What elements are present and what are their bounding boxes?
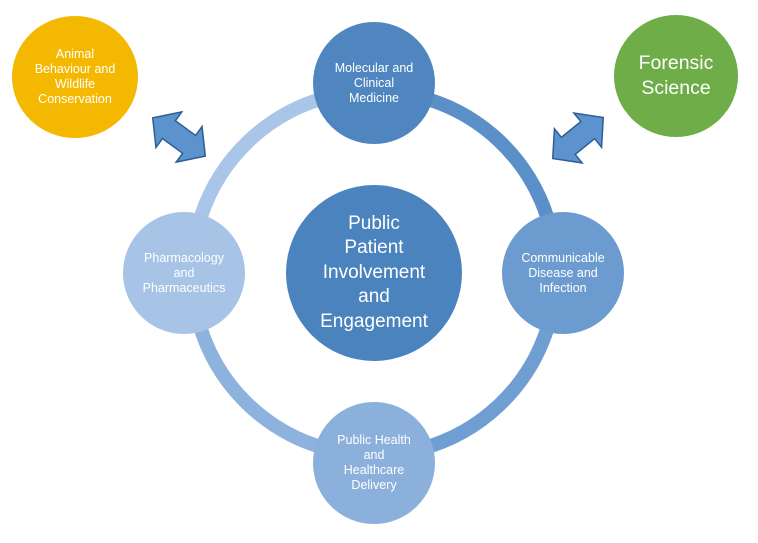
animal-behaviour-node: Animal Behaviour and Wildlife Conservati…	[12, 16, 138, 138]
animal-link-arrow	[151, 110, 207, 164]
ring-segment-left-top	[194, 90, 329, 219]
center-hub-node: Public Patient Involvement and Engagemen…	[286, 185, 462, 361]
communicable-disease-label: Communicable Disease and Infection	[521, 250, 605, 295]
molecular-medicine-label: Molecular and Clinical Medicine	[334, 60, 414, 105]
communicable-disease-node: Communicable Disease and Infection	[502, 212, 624, 334]
molecular-medicine-node: Molecular and Clinical Medicine	[313, 22, 435, 144]
forensic-link-arrow	[551, 112, 605, 164]
ring-segment-bottom-left	[194, 327, 329, 456]
ring-segment-top-right	[419, 90, 554, 219]
forensic-science-node: Forensic Science	[614, 15, 738, 137]
double-arrow-icon	[151, 110, 207, 164]
pharmacology-node: Pharmacology and Pharmaceutics	[123, 212, 245, 334]
ring-segment-right-bottom	[419, 327, 554, 456]
center-hub-label: Public Patient Involvement and Engagemen…	[320, 212, 428, 332]
pharmacology-label: Pharmacology and Pharmaceutics	[142, 250, 226, 295]
public-health-node: Public Health and Healthcare Delivery	[313, 402, 435, 524]
double-arrow-icon	[551, 112, 605, 164]
forensic-science-label: Forensic Science	[638, 52, 714, 99]
animal-behaviour-label: Animal Behaviour and Wildlife Conservati…	[34, 47, 116, 106]
public-health-label: Public Health and Healthcare Delivery	[337, 433, 411, 492]
